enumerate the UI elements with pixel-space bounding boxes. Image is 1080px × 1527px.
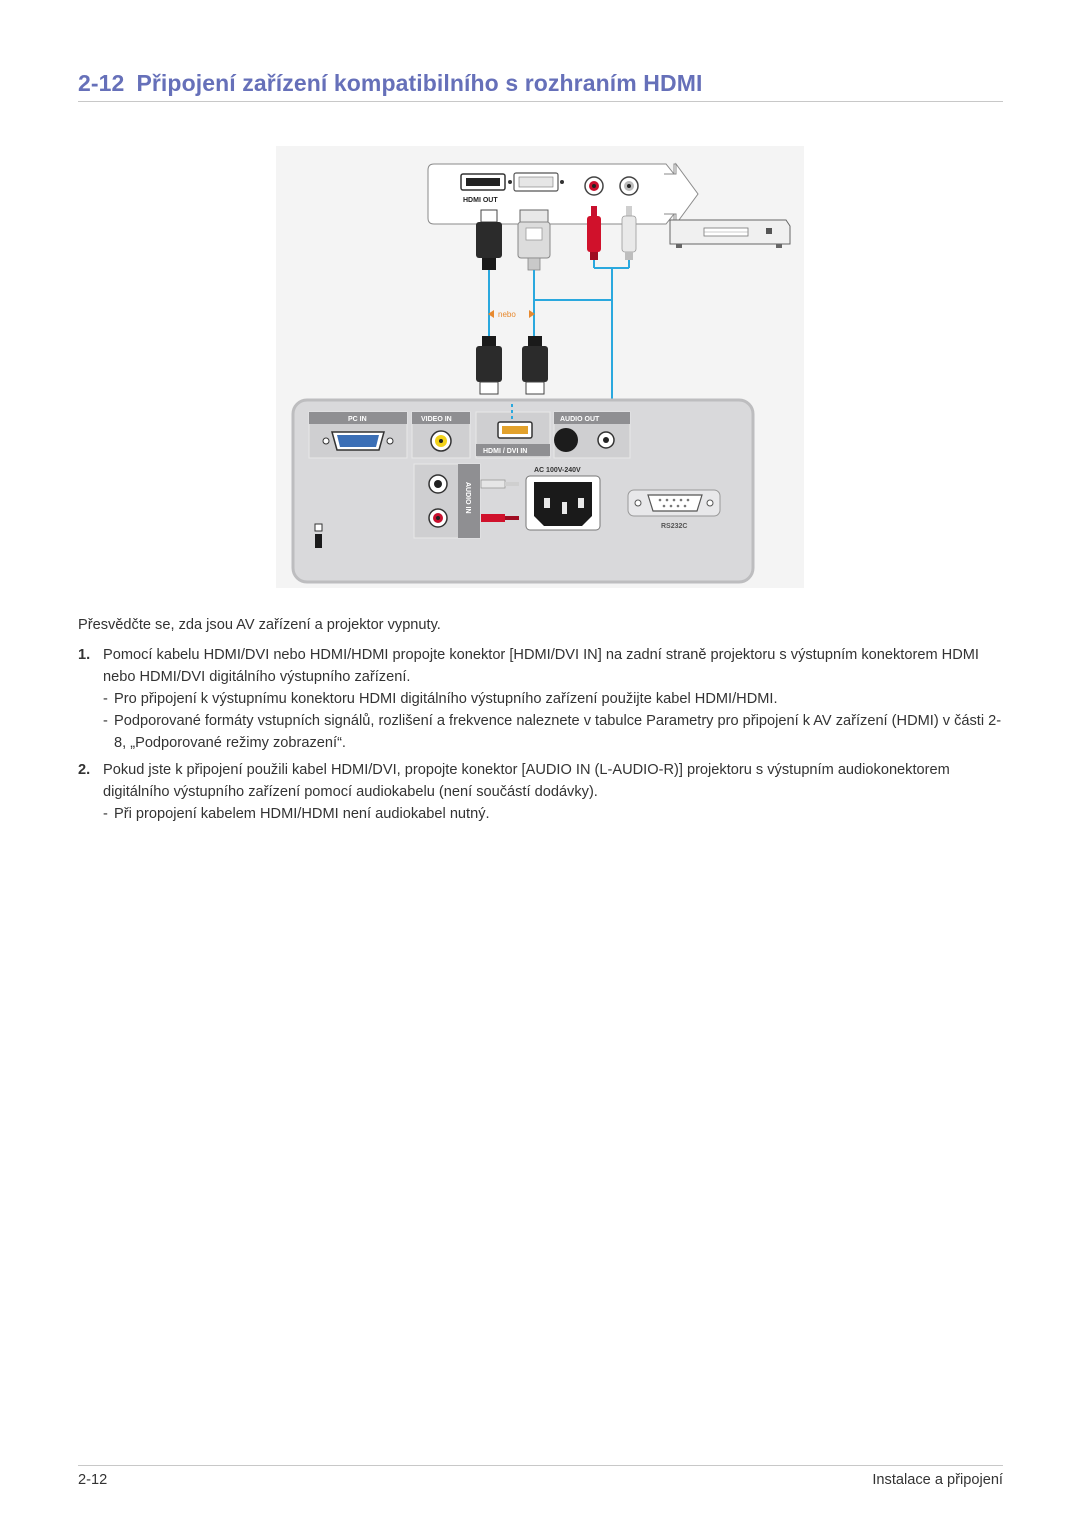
audio-out-white-jack <box>619 176 639 196</box>
step-text: Pokud jste k připojení použili kabel HDM… <box>103 762 950 800</box>
dvi-out-port <box>508 172 564 192</box>
rs232c-port <box>627 489 721 517</box>
audio-in-white-jack <box>428 474 448 494</box>
audio-in-cable-plugs <box>480 479 519 522</box>
av-device-panel: HDMI OUT <box>427 162 699 226</box>
step-text: Pomocí kabelu HDMI/DVI nebo HDMI/HDMI pr… <box>103 647 979 685</box>
rca-red-plug-top <box>587 206 601 260</box>
video-in-jack <box>430 430 452 452</box>
step-1: 1. Pomocí kabelu HDMI/DVI nebo HDMI/HDMI… <box>78 644 1003 754</box>
hdmi-out-port <box>460 173 506 191</box>
audio-in-red-jack <box>428 508 448 528</box>
step-number: 1. <box>78 647 91 663</box>
video-in-label: VIDEO IN <box>421 416 452 423</box>
audio-out-red-jack <box>584 176 604 196</box>
step-number: 2. <box>78 762 91 778</box>
hdmi-plug-bottom-left <box>476 336 502 395</box>
audio-out-label: AUDIO OUT <box>560 416 600 423</box>
hdmi-cable-plug-top <box>476 209 502 270</box>
kensington-lock-icon <box>314 523 323 548</box>
section-number: 2-12 <box>78 70 125 96</box>
rca-white-plug-top <box>621 206 637 260</box>
footer-section-name: Instalace a připojení <box>872 1472 1003 1488</box>
audio-in-label: AUDIO IN <box>464 482 471 514</box>
step-note: -Při propojení kabelem HDMI/HDMI není au… <box>103 806 490 822</box>
instructions: Přesvědčte se, zda jsou AV zařízení a pr… <box>78 614 1003 830</box>
step-2: 2. Pokud jste k připojení použili kabel … <box>78 759 1003 825</box>
rs232c-label: RS232C <box>661 523 687 530</box>
nebo-marker: nebo <box>488 310 535 319</box>
step-note-text: Při propojení kabelem HDMI/HDMI není aud… <box>114 806 490 822</box>
pc-in-vga-port <box>322 431 394 451</box>
ac-label: AC 100V-240V <box>534 467 581 474</box>
section-title-text: Připojení zařízení kompatibilního s rozh… <box>136 70 703 96</box>
intro-text: Přesvědčte se, zda jsou AV zařízení a pr… <box>78 617 441 633</box>
step-note: -Podporované formáty vstupních signálů, … <box>103 713 1002 751</box>
step-note-text: Pro připojení k výstupnímu konektoru HDM… <box>114 691 778 707</box>
projector-panel: PC IN VIDEO IN HDMI / <box>291 398 755 584</box>
av-player-device <box>669 219 791 248</box>
connection-diagram: HDMI OUT <box>276 146 804 588</box>
footer-divider <box>78 1465 1003 1466</box>
section-title: 2-12 Připojení zařízení kompatibilního s … <box>78 70 702 97</box>
dvi-cable-plug-top <box>517 209 551 271</box>
title-divider <box>78 101 1003 102</box>
hdmi-out-label: HDMI OUT <box>463 197 498 204</box>
nebo-label: nebo <box>498 310 516 319</box>
audio-out-jack <box>597 431 615 449</box>
page-number: 2-12 <box>78 1472 108 1488</box>
hdmi-dvi-in-port <box>497 421 533 439</box>
hdmi-dvi-in-label: HDMI / DVI IN <box>483 448 527 455</box>
ir-sensor <box>554 428 578 452</box>
step-note: -Pro připojení k výstupnímu konektoru HD… <box>103 691 778 707</box>
ac-power-inlet <box>525 475 601 531</box>
pc-in-label: PC IN <box>348 416 367 423</box>
step-note-text: Podporované formáty vstupních signálů, r… <box>114 713 1002 751</box>
hdmi-plug-bottom-right <box>522 336 548 395</box>
